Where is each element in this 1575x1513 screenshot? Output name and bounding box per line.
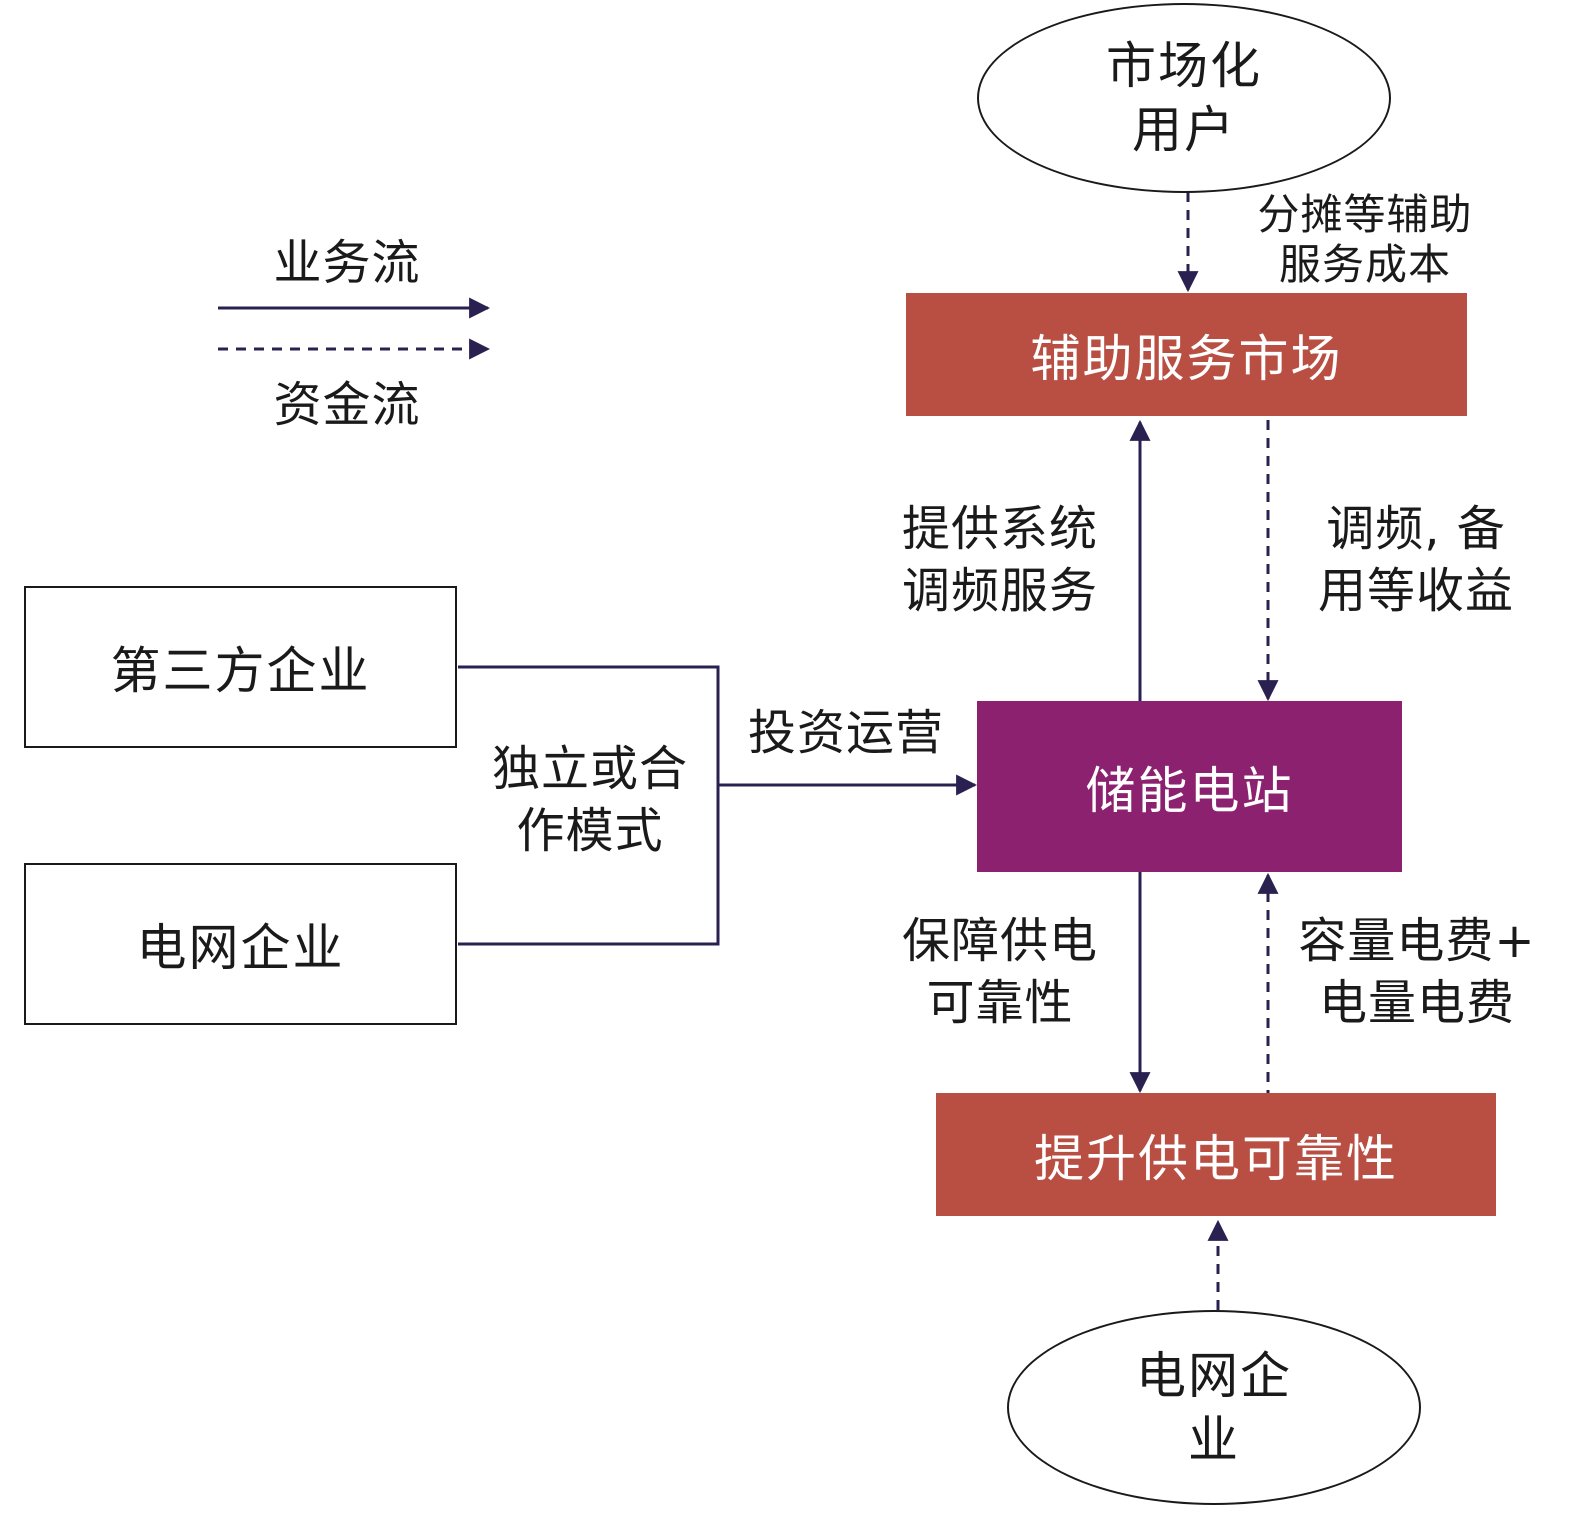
ensure-supply-label: 保障供电 可靠性 <box>885 910 1115 1034</box>
ancillary-market-label: 辅助服务市场 <box>1030 329 1343 388</box>
market-users-ellipse: 市场化 用户 <box>977 3 1391 193</box>
mode-line2: 作模式 <box>516 803 664 859</box>
grid-company-ellipse: 电网企 业 <box>1007 1310 1421 1505</box>
grid-ellipse-line2: 业 <box>1188 1410 1240 1469</box>
reliability-label: 提升供电可靠性 <box>1034 1129 1398 1188</box>
ancillary-market-box: 辅助服务市场 <box>906 293 1467 416</box>
provide-fm-label: 提供系统 调频服务 <box>885 498 1115 622</box>
capacity-fee-line1: 容量电费+ <box>1298 913 1536 969</box>
fm-revenue-label: 调频, 备 用等收益 <box>1296 498 1536 622</box>
mode-label: 独立或合 作模式 <box>470 738 710 862</box>
grid-company-box: 电网企业 <box>24 863 457 1025</box>
capacity-fee-line2: 电量电费 <box>1318 975 1515 1031</box>
capacity-fee-label: 容量电费+ 电量电费 <box>1286 910 1548 1034</box>
bracket-third-party <box>458 665 720 946</box>
ensure-supply-line2: 可靠性 <box>926 975 1074 1031</box>
storage-station-box: 储能电站 <box>977 701 1402 872</box>
legend-business-flow-label: 业务流 <box>273 235 421 291</box>
provide-fm-line1: 提供系统 <box>901 501 1098 557</box>
fm-revenue-line1: 调频, 备 <box>1326 501 1506 557</box>
third-party-box: 第三方企业 <box>24 586 457 748</box>
reliability-box: 提升供电可靠性 <box>936 1093 1496 1216</box>
share-cost-line2: 服务成本 <box>1278 240 1451 289</box>
share-cost-line1: 分摊等辅助 <box>1257 190 1473 239</box>
grid-ellipse-line1: 电网企 <box>1136 1346 1292 1405</box>
fm-revenue-line2: 用等收益 <box>1317 563 1514 619</box>
storage-station-label: 储能电站 <box>1085 761 1294 820</box>
ensure-supply-line1: 保障供电 <box>901 913 1098 969</box>
market-users-line2: 用户 <box>1132 101 1236 159</box>
legend-capital-flow-label: 资金流 <box>273 377 421 433</box>
mode-line1: 独立或合 <box>491 741 688 797</box>
provide-fm-line2: 调频服务 <box>901 563 1098 619</box>
grid-company-box-label: 电网企业 <box>136 919 345 977</box>
invest-operate-label: 投资运营 <box>747 705 944 761</box>
share-cost-label: 分摊等辅助 服务成本 <box>1240 190 1490 290</box>
market-users-line1: 市场化 <box>1106 37 1262 95</box>
third-party-label: 第三方企业 <box>110 642 371 700</box>
